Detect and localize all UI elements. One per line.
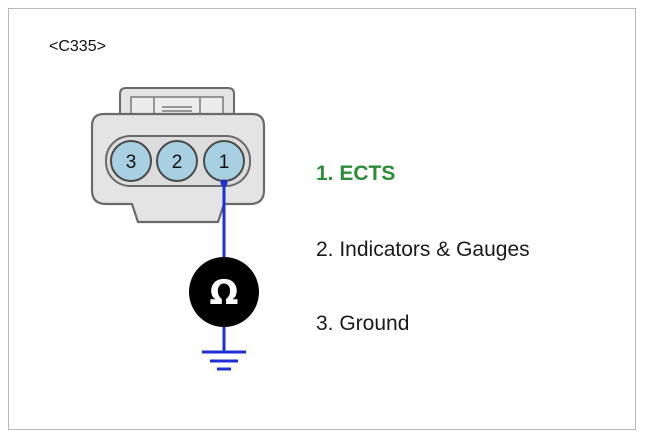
pin-3-label: 3 xyxy=(126,152,137,173)
diagram-frame xyxy=(8,8,636,430)
legend-item-indicators-gauges: 2. Indicators & Gauges xyxy=(316,238,530,261)
pin-1-label: 1 xyxy=(219,152,230,173)
legend-item-ground: 3. Ground xyxy=(316,312,410,335)
pin-2-label: 2 xyxy=(172,152,183,173)
connector-id-label: <C335> xyxy=(49,38,106,55)
probe-wire xyxy=(220,179,228,352)
ohmmeter-icon: Ω xyxy=(189,257,259,327)
ground-symbol-icon xyxy=(202,350,246,371)
pin-2: 2 xyxy=(156,140,198,182)
pin-3: 3 xyxy=(110,140,152,182)
pin-1: 1 xyxy=(203,140,245,182)
ohm-symbol: Ω xyxy=(210,273,239,313)
legend-item-ects: 1. ECTS xyxy=(316,162,396,185)
